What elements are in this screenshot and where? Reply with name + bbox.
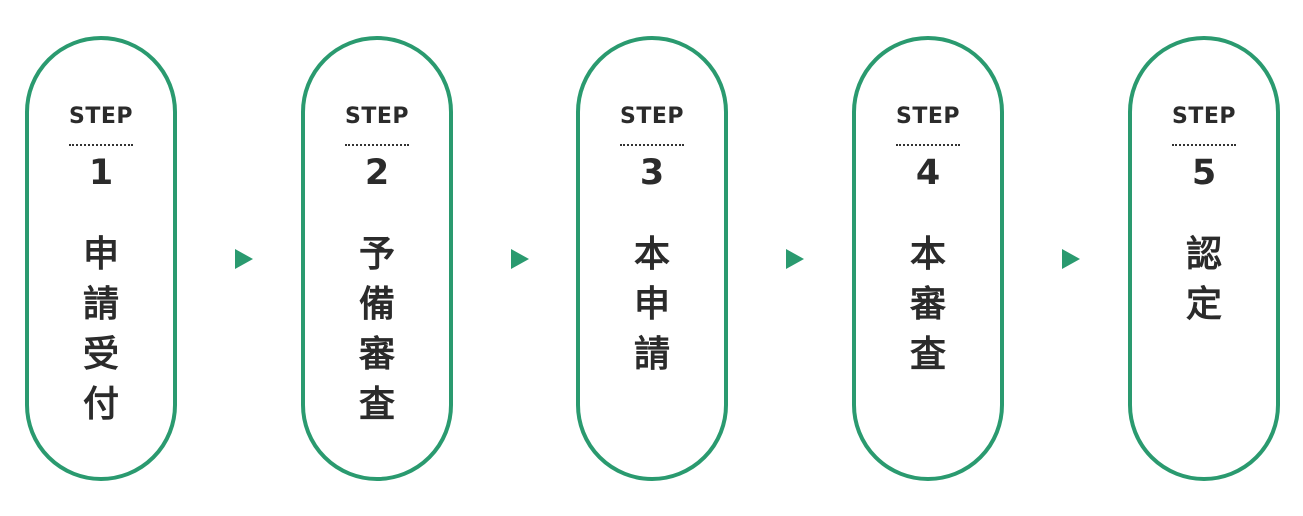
dotted-divider	[345, 144, 409, 146]
step-title: 認定	[1185, 234, 1222, 325]
step-label: STEP	[1171, 104, 1236, 129]
step-number: 2	[364, 153, 390, 193]
step-label: STEP	[895, 104, 960, 129]
step-number: 1	[88, 153, 114, 193]
step-title: 予備審査	[358, 234, 395, 425]
step-card-4: STEP 4 本審査	[852, 36, 1004, 481]
dotted-divider	[896, 144, 960, 146]
step-card-1: STEP 1 申請受付	[25, 36, 177, 481]
triangle-right-icon	[786, 249, 804, 269]
triangle-right-icon	[511, 249, 529, 269]
step-number: 3	[639, 153, 665, 193]
step-title: 本審査	[909, 234, 946, 375]
step-number: 4	[915, 153, 941, 193]
triangle-right-icon	[235, 249, 253, 269]
step-title: 本申請	[633, 234, 670, 375]
step-card-5: STEP 5 認定	[1128, 36, 1280, 481]
step-title: 申請受付	[82, 234, 119, 425]
dotted-divider	[620, 144, 684, 146]
step-card-2: STEP 2 予備審査	[301, 36, 453, 481]
dotted-divider	[69, 144, 133, 146]
dotted-divider	[1172, 144, 1236, 146]
step-label: STEP	[344, 104, 409, 129]
step-label: STEP	[619, 104, 684, 129]
step-number: 5	[1191, 153, 1217, 193]
step-card-3: STEP 3 本申請	[576, 36, 728, 481]
triangle-right-icon	[1062, 249, 1080, 269]
step-label: STEP	[68, 104, 133, 129]
